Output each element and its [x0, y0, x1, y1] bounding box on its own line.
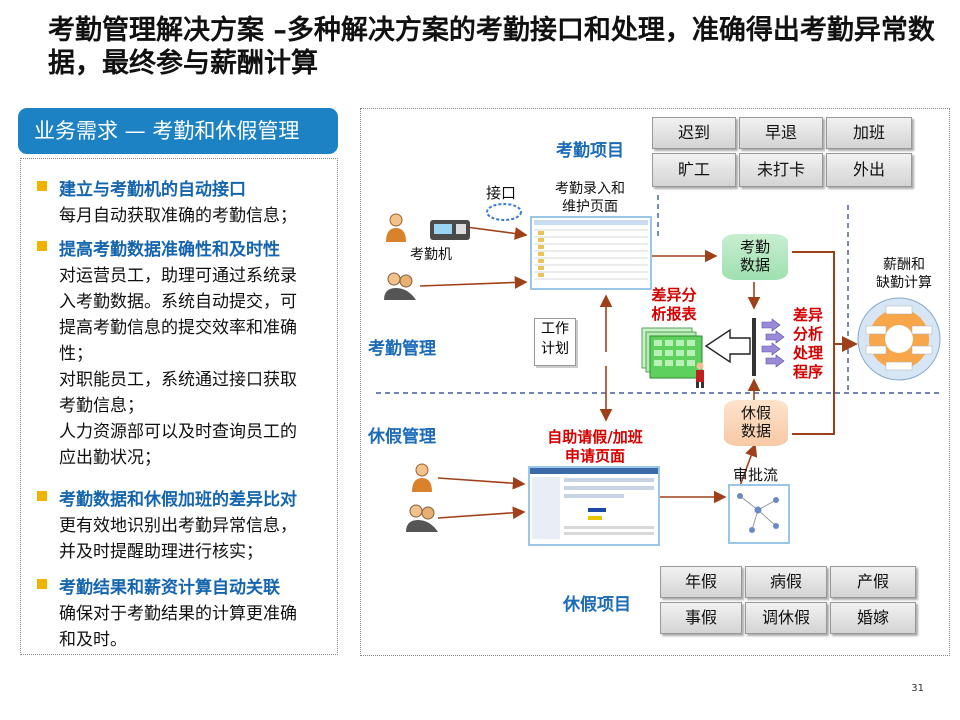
self-service-label: 自助请假/加班 申请页面 [547, 428, 643, 465]
self-service-screen [528, 466, 660, 546]
req-head-1: 建立与考勤机的自动接口 [59, 180, 246, 200]
req-line: 对职能员工，系统通过接口获取 [59, 370, 297, 390]
payroll-cycle-icon [856, 296, 942, 386]
attendance-item: 未打卡 [739, 153, 823, 187]
req-line: 考勤信息； [59, 396, 144, 416]
bullet-icon [37, 579, 47, 589]
leave-item: 产假 [830, 566, 916, 598]
interface-label: 接口 [486, 184, 517, 202]
clock-label: 考勤机 [410, 247, 452, 263]
leave-item: 调休假 [745, 602, 827, 634]
leave-items-label: 休假项目 [563, 595, 631, 615]
attendance-items-label: 考勤项目 [556, 141, 624, 161]
page-number: 31 [911, 683, 924, 694]
attendance-item: 加班 [826, 117, 912, 149]
leave-item: 病假 [745, 566, 827, 598]
users-group-icon [404, 502, 440, 536]
requirements-tab: 业务需求 — 考勤和休假管理 [18, 108, 338, 154]
req-line: 确保对于考勤结果的计算更准确 [59, 604, 297, 624]
approval-flow-label: 审批流 [733, 466, 779, 484]
work-plan-document: 工作 计划 [534, 318, 576, 366]
req-line: 更有效地识别出考勤异常信息， [59, 516, 297, 536]
diff-process-label: 差异 分析 处理 程序 [792, 306, 823, 381]
workflow-diagram-icon [737, 493, 779, 533]
page-title: 考勤管理解决方案 –多种解决方案的考勤接口和处理，准确得出考勤异常数据，最终参与… [48, 15, 935, 79]
user-icon [384, 212, 408, 246]
leave-item: 婚嫁 [830, 602, 916, 634]
process-arrows-icon [760, 318, 786, 380]
req-line: 应出勤状况； [59, 448, 161, 468]
bullet-icon [37, 241, 47, 251]
attendance-item: 早退 [739, 117, 823, 149]
req-line: 性； [59, 344, 93, 364]
attendance-data-cylinder: 考勤 数据 [722, 234, 788, 280]
attendance-item: 外出 [826, 153, 912, 187]
attendance-item: 旷工 [652, 153, 736, 187]
req-line: 每月自动获取准确的考勤信息； [59, 206, 297, 226]
req-line: 对运营员工，助理可通过系统录 [59, 266, 297, 286]
req-head-4: 考勤结果和薪资计算自动关联 [59, 578, 280, 598]
leave-item: 年假 [660, 566, 742, 598]
req-line: 并及时提醒助理进行核实； [59, 542, 263, 562]
diff-report-label: 差异分 析报表 [651, 286, 697, 323]
req-line: 入考勤数据。系统自动提交，可 [59, 292, 297, 312]
bullet-icon [37, 491, 47, 501]
diagram-panel [360, 108, 950, 656]
entry-page-label: 考勤录入和 维护页面 [555, 181, 625, 215]
person-icon [694, 362, 706, 392]
leave-item: 事假 [660, 602, 742, 634]
users-group-icon [382, 270, 418, 304]
entry-page-screen [530, 216, 652, 290]
table-thumbnail-icon [534, 220, 648, 280]
leave-mgmt-label: 休假管理 [368, 427, 436, 447]
user-icon [410, 462, 434, 496]
time-clock-icon [428, 216, 472, 246]
attendance-mgmt-label: 考勤管理 [368, 339, 436, 359]
req-head-3: 考勤数据和休假加班的差异比对 [59, 490, 297, 510]
req-head-2: 提高考勤数据准确性和及时性 [59, 240, 280, 260]
payroll-label: 薪酬和 缺勤计算 [876, 257, 932, 291]
attendance-item: 迟到 [652, 117, 736, 149]
req-line: 人力资源部可以及时查询员工的 [59, 422, 297, 442]
req-line: 和及时。 [59, 630, 127, 650]
requirements-panel: 建立与考勤机的自动接口 每月自动获取准确的考勤信息； 提高考勤数据准确性和及时性… [20, 158, 338, 655]
req-line: 提高考勤信息的提交效率和准确 [59, 318, 297, 338]
form-thumbnail-icon [530, 468, 658, 539]
leave-data-cylinder: 休假 数据 [724, 400, 788, 446]
report-stack-icon [640, 326, 706, 386]
approval-flow-screen [728, 484, 790, 544]
bullet-icon [37, 181, 47, 191]
